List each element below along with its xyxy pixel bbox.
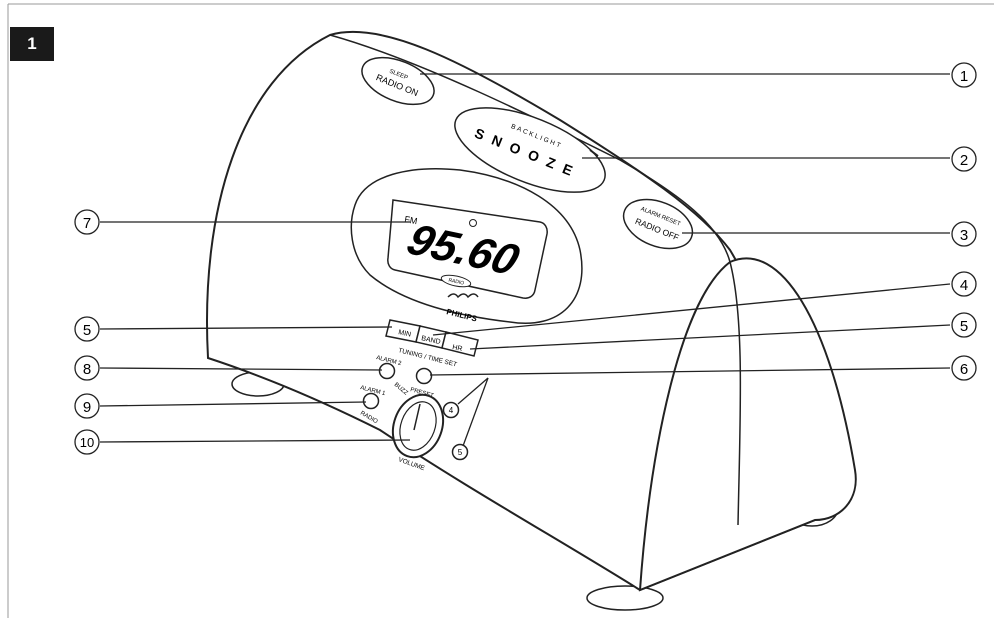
display-band: FM [404,214,419,226]
callout-9-number: 9 [83,399,91,416]
sleep-radio-on-button[interactable] [355,48,440,114]
end-cap-seam [729,261,742,526]
foot-front [586,585,664,611]
alarm-indicator-icon [469,219,477,227]
volume-label: VOLUME [397,456,426,472]
callout-5-left: 5 [74,316,100,342]
hr-label: HR [452,344,463,353]
alarm1-radio-button[interactable] [362,392,380,410]
callout-4: 4 [951,271,977,297]
callout-5-right: 5 [951,312,977,338]
hr-button[interactable] [441,331,479,357]
figure-label: 1 [10,27,54,61]
band-label: BAND [421,335,441,346]
callout-2-number: 2 [960,152,968,169]
leader-line-6-branch-b [462,377,489,447]
snooze-button[interactable] [444,90,616,209]
callout-4-number: 4 [960,277,968,294]
leader-line-5-left [99,326,393,330]
volume-knob-indicator [413,403,421,431]
leader-line-8 [99,367,383,371]
alarm-reset-radio-off-button[interactable] [616,190,699,258]
callout-1-number: 1 [960,68,968,85]
callout-5-right-number: 5 [960,318,968,335]
alarm2-buzz-button[interactable] [378,362,396,380]
display-indicator-badge [440,274,472,288]
callout-1: 1 [951,62,977,88]
preset-3-button[interactable] [415,367,433,385]
callout-10-number: 10 [80,435,94,450]
lcd-window [387,199,548,299]
leader-line-5-right [469,324,951,350]
snooze-edge-mark [589,149,599,157]
leader-line-9 [99,401,367,407]
leader-line-4 [432,283,951,336]
callout-5-left-number: 5 [83,322,91,339]
callout-8: 8 [74,355,100,381]
callout-10: 10 [74,429,100,455]
preset-4-label: 4 [449,406,454,415]
callout-3-number: 3 [960,227,968,244]
callout-7: 7 [74,209,100,235]
philips-logo-icon [447,293,479,299]
leader-line-10 [99,439,411,443]
leader-line-6 [429,367,951,376]
callout-6-number: 6 [960,361,968,378]
callout-3: 3 [951,221,977,247]
preset-4-button[interactable] [442,401,460,419]
callout-7-number: 7 [83,215,91,232]
volume-knob-inner [399,401,437,451]
callout-8-number: 8 [83,361,91,378]
preset-5-label: 5 [458,448,463,457]
callout-9: 9 [74,393,100,419]
callout-2: 2 [951,146,977,172]
end-cap [638,257,857,592]
min-label: MIN [398,329,412,339]
top-ridge [329,34,731,263]
display-indicator-label: RADIO [448,277,465,286]
volume-knob[interactable] [385,388,452,465]
preset-5-button[interactable] [451,443,469,461]
callout-6: 6 [951,355,977,381]
leader-line-6-branch-a [457,377,489,405]
